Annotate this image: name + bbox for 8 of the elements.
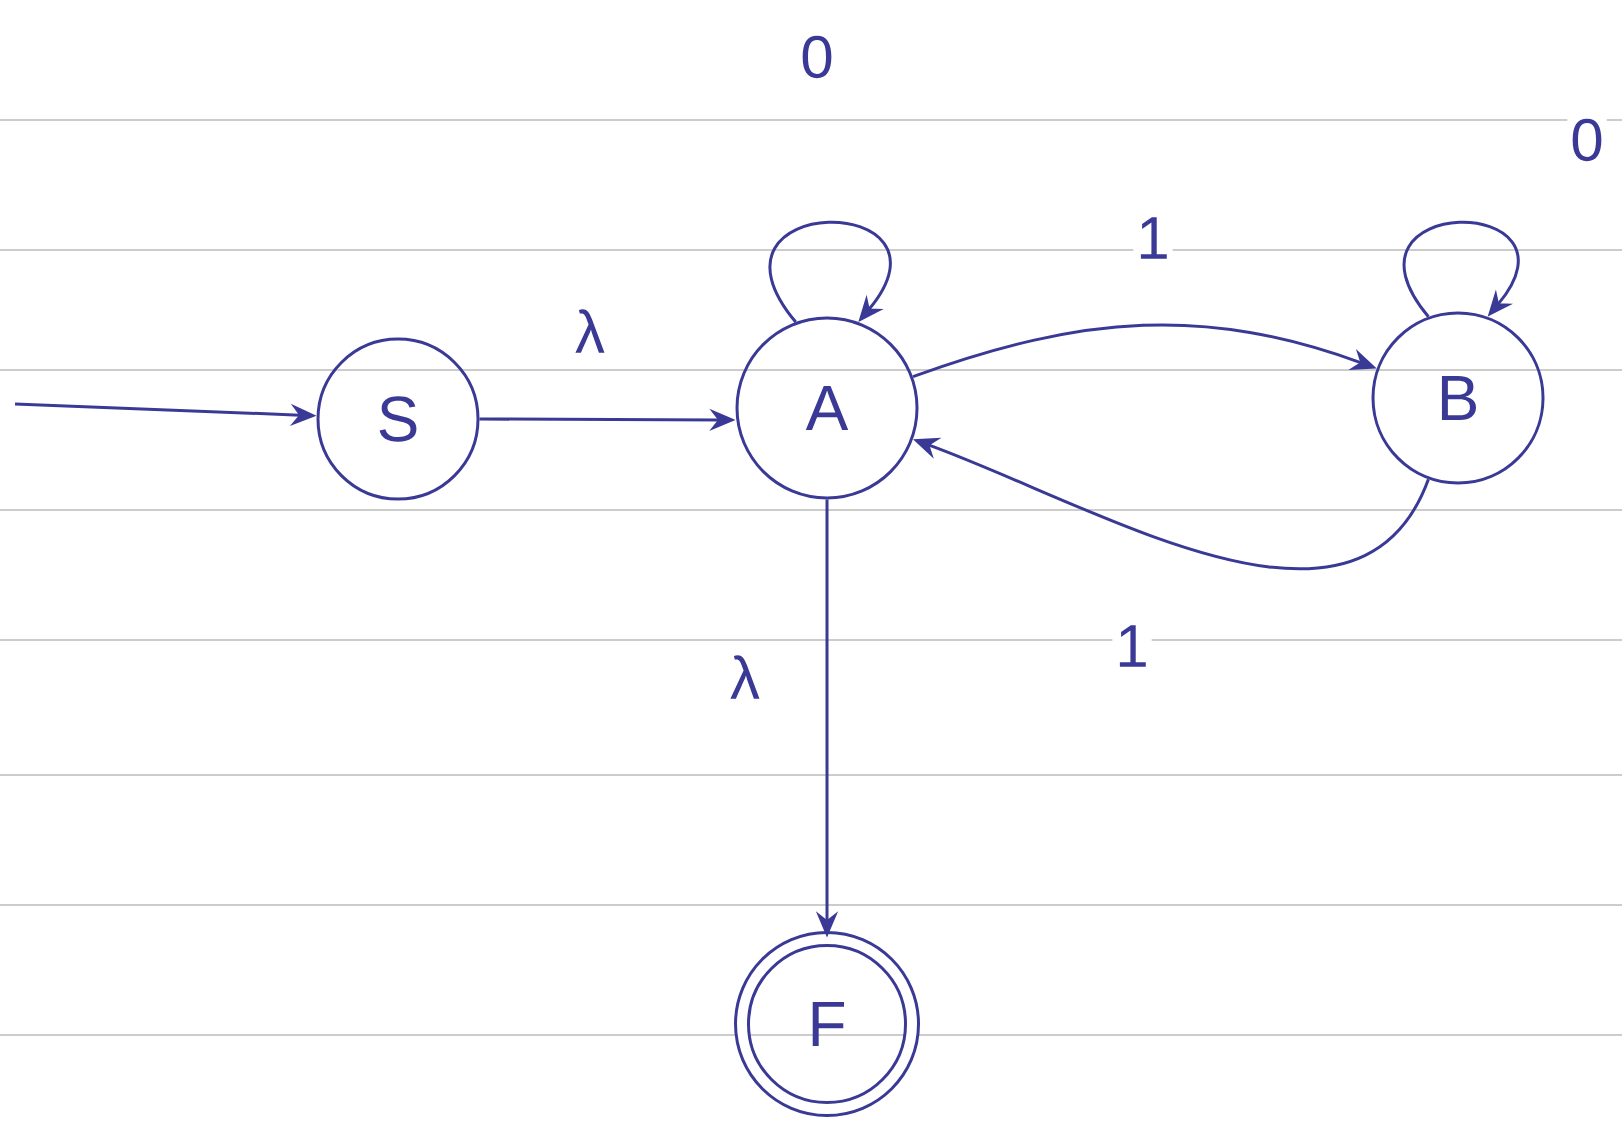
edge-label: λ	[727, 652, 763, 702]
edge-label: λ	[572, 306, 608, 356]
arrow	[768, 220, 892, 323]
arrow	[1402, 221, 1520, 318]
edge-label: 1	[1112, 622, 1152, 670]
edge-label: 0	[1567, 115, 1607, 165]
edge-label: 1	[1133, 214, 1173, 262]
edge-label: 0	[797, 32, 837, 82]
